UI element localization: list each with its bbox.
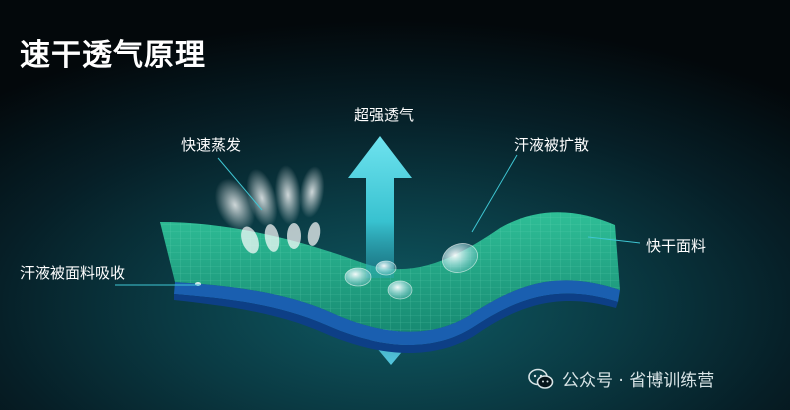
fabric-bottom-layer (174, 293, 618, 354)
watermark-text: 公众号 · 省博训练营 (562, 371, 715, 391)
label-quick-dry-fabric: 快干面料 (646, 237, 707, 255)
label-super-breathable: 超强透气 (354, 106, 415, 124)
fabric-inner-layer (174, 280, 620, 346)
leader-lines (115, 154, 641, 286)
water-droplets (195, 243, 478, 300)
wechat-icon (528, 368, 554, 389)
watermark: 公众号 · 省博训练营 (528, 366, 714, 391)
page-title: 速干透气原理 (20, 38, 206, 73)
label-fast-evaporation: 快速蒸发 (181, 136, 242, 154)
breathability-arrow (348, 136, 412, 278)
label-sweat-spread: 汗液被扩散 (514, 136, 590, 154)
steam-plumes (214, 165, 325, 254)
label-sweat-absorbed: 汗液被面料吸收 (20, 264, 126, 282)
